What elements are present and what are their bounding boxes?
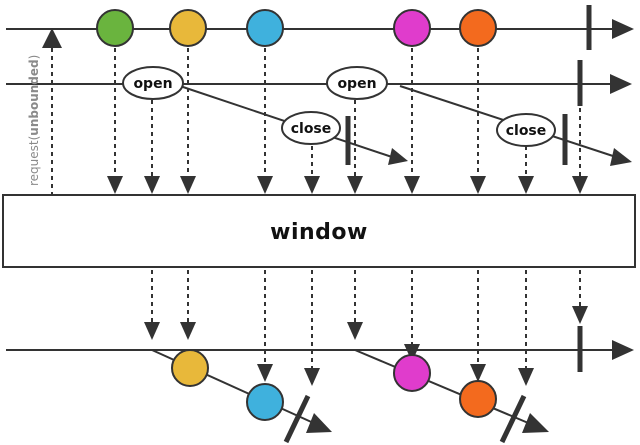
open-label-2: open [337, 76, 376, 92]
window-1-completion-bar [283, 394, 311, 444]
source-marble-green [96, 9, 134, 47]
output-drop-heads [144, 306, 588, 386]
window-1-marble-yellow [171, 349, 209, 387]
boundary-timeline [6, 60, 632, 106]
input-drop-arrows [114, 48, 581, 176]
request-arrow [42, 28, 62, 196]
operator-box: window [2, 194, 636, 268]
input-drop-heads [107, 176, 588, 194]
close-label-1: close [291, 121, 332, 137]
open-label-1: open [133, 76, 172, 92]
close-bubble-2: close [496, 113, 556, 147]
source-marble-yellow [169, 9, 207, 47]
close-label-2: close [506, 123, 547, 139]
output-drop-arrows [151, 270, 581, 368]
close-lines [179, 85, 632, 166]
output-timeline [6, 326, 634, 372]
request-label: request(unbounded) [27, 55, 41, 186]
window-1-marble-blue [246, 383, 284, 421]
close-bubble-1: close [281, 111, 341, 145]
source-marble-orange [459, 9, 497, 47]
source-marble-magenta [393, 9, 431, 47]
window-2-marble-orange [459, 380, 497, 418]
window-2-completion-bar [499, 394, 527, 444]
open-bubble-2: open [326, 66, 388, 100]
operator-label: window [270, 220, 368, 245]
window-2-marble-magenta [393, 354, 431, 392]
open-bubble-1: open [122, 66, 184, 100]
window-2-timeline [354, 349, 549, 444]
source-marble-blue [246, 9, 284, 47]
